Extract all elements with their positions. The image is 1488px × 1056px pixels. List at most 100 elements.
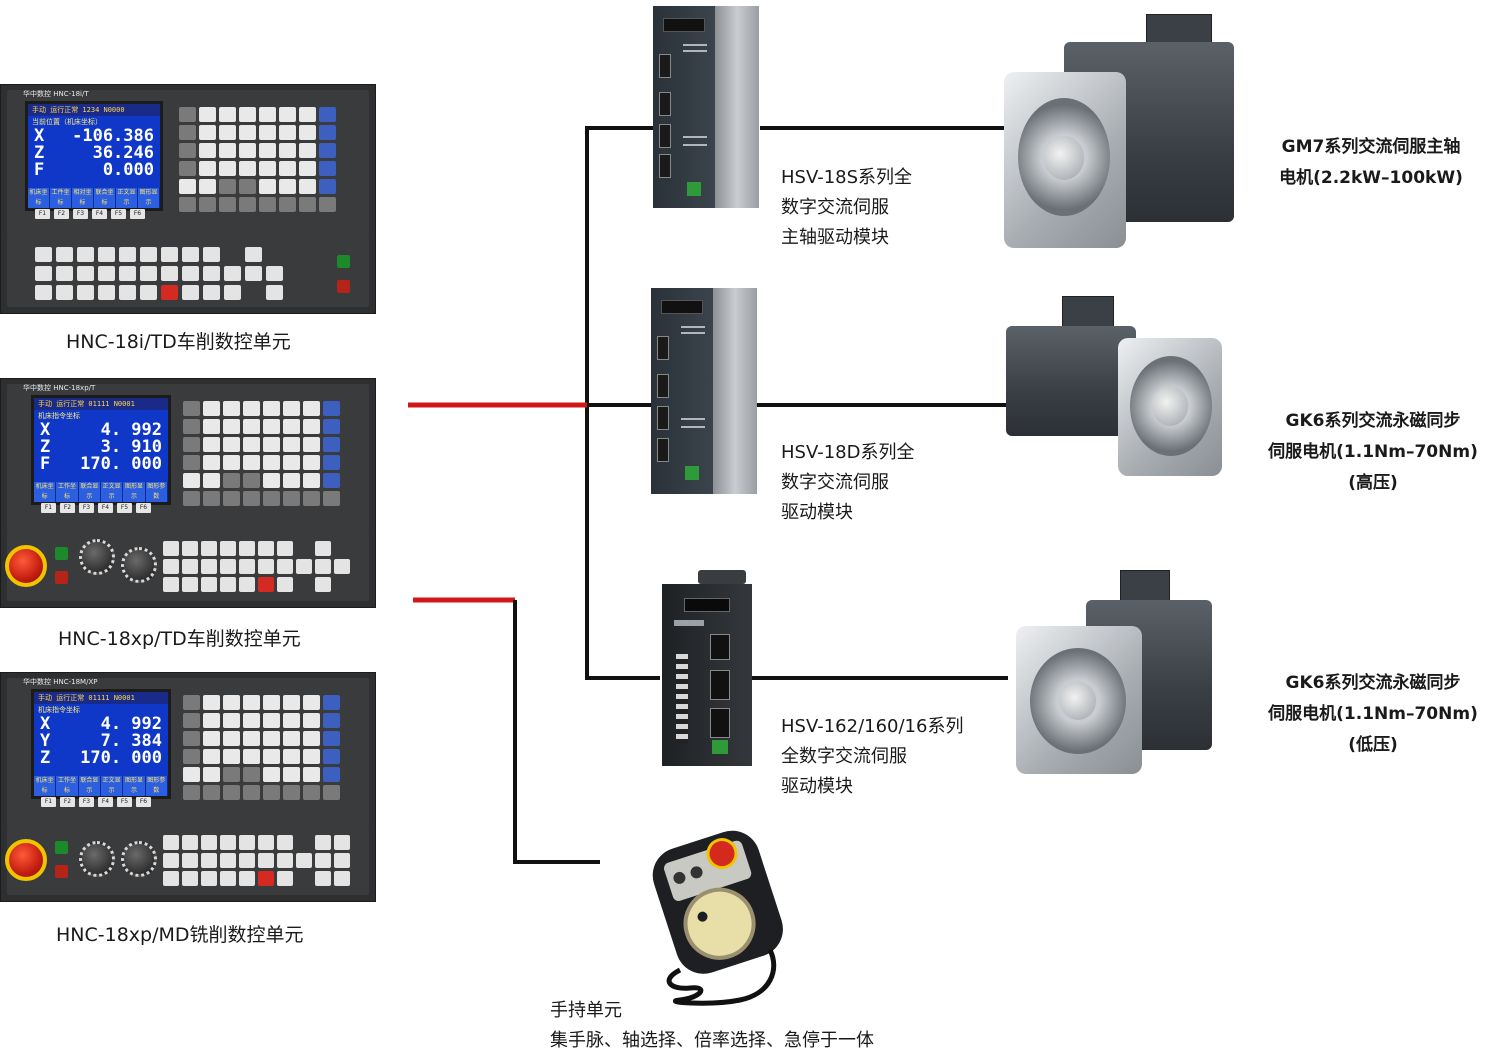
handwheel <box>683 887 756 960</box>
axis-value: 36.246 <box>92 143 154 163</box>
softkey[interactable]: 图形显示 <box>123 776 146 796</box>
softkey[interactable]: 工件坐标 <box>50 188 72 208</box>
label-line: 数字交流伺服 <box>781 472 889 493</box>
softkey-bar: 机床坐标 工件坐标 相对坐标 联合坐标 正文显示 图形显示 <box>28 188 160 208</box>
softkey[interactable]: 正文显示 <box>101 482 124 502</box>
handheld-pendant <box>652 830 783 1006</box>
cycle-start-button[interactable] <box>337 255 350 268</box>
f-key[interactable]: F1 <box>41 503 56 513</box>
softkey[interactable]: 机床坐标 <box>34 482 57 502</box>
softkey[interactable]: 工作坐标 <box>56 776 79 796</box>
softkey[interactable]: 图形显示 <box>138 188 160 208</box>
emergency-stop-button[interactable] <box>5 545 47 587</box>
keypad <box>183 401 340 506</box>
f-key[interactable]: F3 <box>73 209 88 219</box>
label-line: GK6系列交流永磁同步 <box>1285 411 1461 431</box>
motor-body <box>1006 326 1136 436</box>
f-key[interactable]: F1 <box>41 797 56 807</box>
softkey[interactable]: 联合显示 <box>79 776 101 796</box>
label-line: GM7系列交流伺服主轴 <box>1281 137 1461 157</box>
label-line: GK6系列交流永磁同步 <box>1285 673 1461 693</box>
machine-keys <box>163 541 350 592</box>
status-line: 手动 运行正常 01111 N0001 <box>34 692 168 704</box>
cnc-caption-2: HNC-18xp/TD车削数控单元 <box>58 628 301 650</box>
f-key[interactable]: F3 <box>79 503 94 513</box>
feed-hold-button[interactable] <box>55 571 68 584</box>
f-key[interactable]: F2 <box>60 503 75 513</box>
axis-label: Z <box>40 437 51 457</box>
f-key[interactable]: F6 <box>130 209 145 219</box>
feed-override-knob[interactable] <box>79 841 115 877</box>
f-key[interactable]: F1 <box>35 209 50 219</box>
keypad <box>183 695 340 800</box>
softkey[interactable]: 相对坐标 <box>72 188 94 208</box>
motor-label-1: GM7系列交流伺服主轴 电机(2.2kW–100kW) <box>1262 132 1480 194</box>
axis-value: 170. 000 <box>80 454 162 474</box>
softkey[interactable]: 正文显示 <box>116 188 138 208</box>
cycle-start-button[interactable] <box>55 841 68 854</box>
label-line: 数字交流伺服 <box>781 197 889 218</box>
f-key[interactable]: F5 <box>117 503 132 513</box>
drive-side <box>713 288 757 494</box>
f-key[interactable]: F5 <box>111 209 126 219</box>
drive-label-3: HSV-162/160/16系列 全数字交流伺服 驱动模块 <box>781 712 963 802</box>
f-key[interactable]: F4 <box>92 209 107 219</box>
brand-label: 华中数控 HNC-18M/XP <box>23 678 98 686</box>
softkey[interactable]: 图形显示 <box>123 482 146 502</box>
axis-label: X <box>34 126 45 146</box>
softkey[interactable]: 图形参数 <box>146 776 168 796</box>
axis-value: 4. 992 <box>100 714 162 734</box>
softkey[interactable]: 工作坐标 <box>56 482 79 502</box>
f-key[interactable]: F3 <box>79 797 94 807</box>
emergency-stop-button[interactable] <box>5 839 47 881</box>
drive-display <box>663 18 705 32</box>
feed-hold-button[interactable] <box>55 865 68 878</box>
f-key[interactable]: F6 <box>136 797 151 807</box>
keypad <box>179 107 336 212</box>
axis-label: Y <box>40 731 51 751</box>
axis-label: Z <box>34 143 45 163</box>
machine-keys <box>35 247 283 300</box>
spindle-motor-gm7 <box>1004 12 1244 250</box>
label-line: 驱动模块 <box>781 502 853 523</box>
f-key[interactable]: F2 <box>54 209 69 219</box>
coiled-cable <box>666 948 777 1006</box>
label-line: 手持单元 <box>550 1000 622 1021</box>
feed-hold-button[interactable] <box>337 280 350 293</box>
softkey[interactable]: 图形参数 <box>146 482 168 502</box>
label-line: 主轴驱动模块 <box>781 227 889 248</box>
spindle-override-knob[interactable] <box>121 547 157 583</box>
rate-select-knob <box>690 866 703 879</box>
f-key[interactable]: F5 <box>117 797 132 807</box>
axis-value: 0.000 <box>102 160 154 180</box>
label-line: 驱动模块 <box>781 776 853 797</box>
lcd-screen: 手动 运行正常 1234 N0000 当前位置（机床坐标） X -106.386… <box>25 101 163 211</box>
label-line: 全数字交流伺服 <box>781 746 907 767</box>
f-key[interactable]: F2 <box>60 797 75 807</box>
cycle-start-button[interactable] <box>55 547 68 560</box>
function-keys: F1 F2 F3 F4 F5 F6 <box>41 797 151 807</box>
handheld-line <box>513 600 600 864</box>
handheld-label: 手持单元 集手脉、轴选择、倍率选择、急停于一体 <box>550 996 874 1056</box>
f-key[interactable]: F6 <box>136 503 151 513</box>
cnc-caption-1: HNC-18i/TD车削数控单元 <box>66 331 291 353</box>
softkey[interactable]: 联合坐标 <box>94 188 116 208</box>
pendant-estop <box>706 838 738 870</box>
status-line: 手动 运行正常 01111 N0001 <box>34 398 168 410</box>
axis-label: F <box>40 454 51 474</box>
spindle-override-knob[interactable] <box>121 841 157 877</box>
f-key[interactable]: F4 <box>98 797 113 807</box>
motor-shaft <box>1044 136 1084 180</box>
softkey[interactable]: 联合显示 <box>79 482 101 502</box>
softkey[interactable]: 正文显示 <box>101 776 124 796</box>
servo-motor-gk6-low <box>1016 570 1214 776</box>
drive-display <box>661 300 703 314</box>
feed-override-knob[interactable] <box>79 539 115 575</box>
softkey[interactable]: 机床坐标 <box>28 188 50 208</box>
softkey[interactable]: 机床坐标 <box>34 776 57 796</box>
softkey-bar: 机床坐标 工作坐标 联合显示 正文显示 图形显示 图形参数 <box>34 776 168 796</box>
f-key[interactable]: F4 <box>98 503 113 513</box>
label-line: (高压) <box>1348 473 1398 493</box>
axis-label: X <box>40 420 51 440</box>
motor-shaft <box>1060 682 1096 720</box>
